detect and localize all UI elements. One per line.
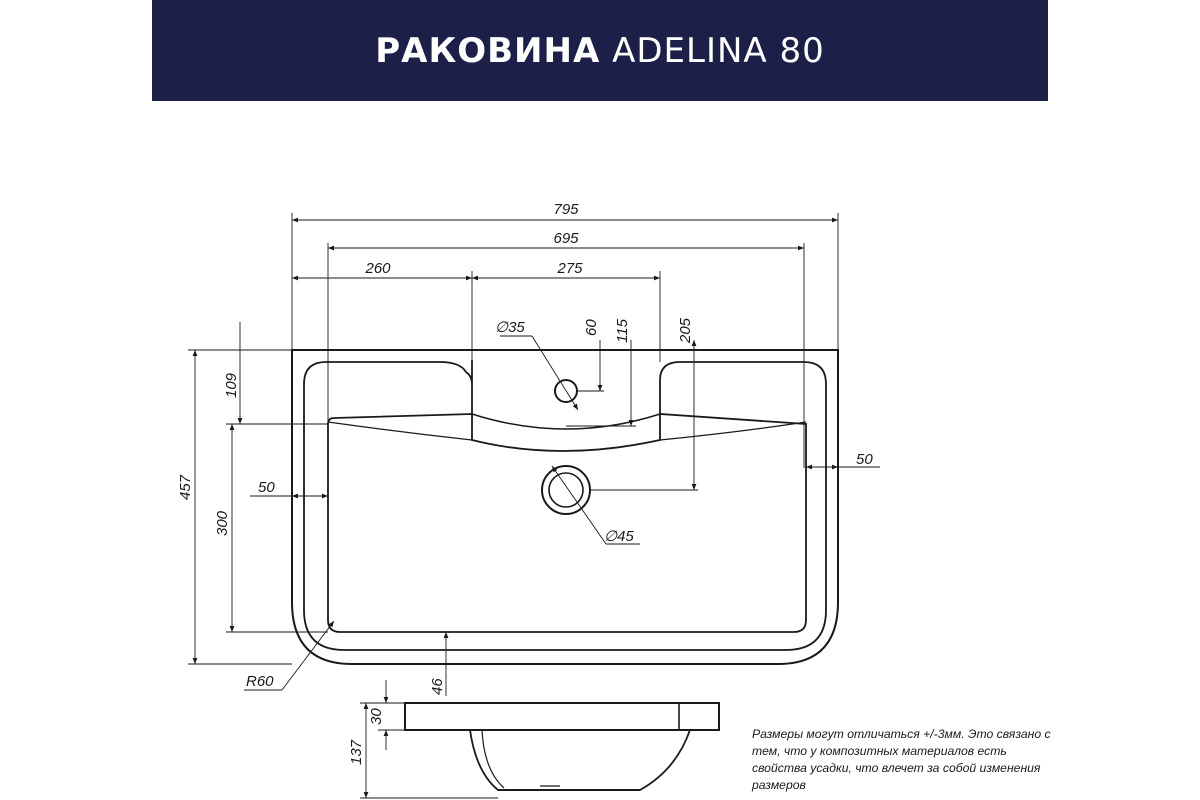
dim-205: 205 [677, 317, 694, 344]
dim-457: 457 [177, 474, 194, 500]
header-banner: РАКОВИНА ADELINA 80 [152, 0, 1048, 101]
leader-45 [551, 465, 607, 545]
dim-275: 275 [556, 260, 583, 277]
dim-30: 30 [368, 708, 385, 725]
dim-695: 695 [553, 230, 579, 247]
dim-r60: R60 [246, 673, 274, 690]
dim-137: 137 [348, 739, 365, 765]
dim-46: 46 [429, 678, 446, 695]
dim-50-right: 50 [856, 451, 873, 468]
dim-50-left: 50 [258, 479, 275, 496]
dim-260: 260 [364, 260, 391, 277]
bowl-outline [327, 413, 807, 633]
tolerance-note: Размеры могут отличаться +/-3мм. Это свя… [752, 727, 1051, 792]
drain-inner [548, 472, 584, 508]
dim-115: 115 [614, 318, 631, 343]
sink-inner-rim [303, 360, 827, 651]
bowl-back-curve [471, 413, 661, 430]
side-bowl [469, 729, 691, 791]
dim-60: 60 [583, 319, 600, 336]
sink-side-view [360, 680, 720, 799]
dim-795: 795 [553, 201, 579, 218]
bowl-slope-left [327, 421, 473, 441]
title-product-type: РАКОВИНА [375, 30, 601, 71]
dim-109: 109 [223, 372, 240, 398]
page-title: РАКОВИНА ADELINA 80 [375, 31, 825, 71]
dim-diameter-45: ∅45 [604, 528, 634, 545]
dim-diameter-35: ∅35 [495, 319, 525, 336]
bowl-slope-right [659, 421, 807, 441]
sink-top-view [291, 349, 839, 665]
sink-outer-outline [291, 349, 839, 665]
dim-300: 300 [214, 510, 231, 536]
side-slab [404, 702, 720, 731]
title-model: ADELINA 80 [612, 30, 825, 71]
